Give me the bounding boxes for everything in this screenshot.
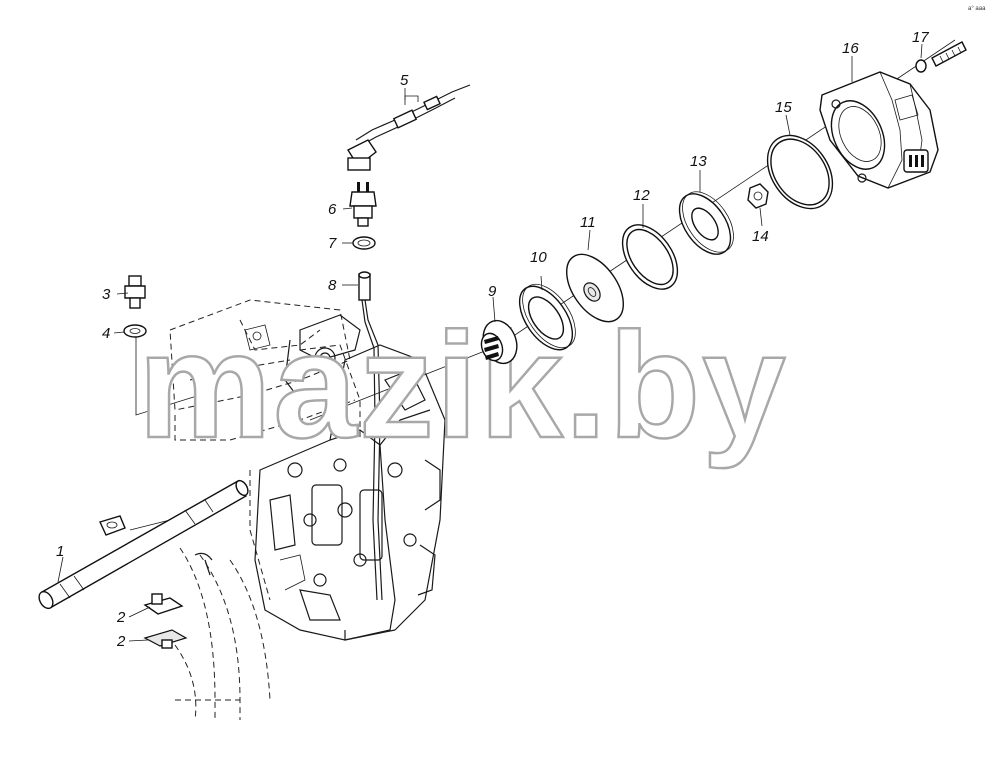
gearbox-housing xyxy=(169,299,446,721)
label-part-10: 10 xyxy=(530,249,547,266)
watermark: mazik.by xyxy=(138,301,788,469)
part-6-sensor xyxy=(349,182,377,227)
label-part-1: 1 xyxy=(56,543,64,560)
part-14-nut xyxy=(747,183,769,209)
part-11-disc xyxy=(566,253,624,323)
part-16-cover-housing xyxy=(819,71,939,189)
label-part-14: 14 xyxy=(752,228,769,245)
label-part-6: 6 xyxy=(328,201,337,218)
part-number-labels: 1 2 2 3 4 5 6 7 8 9 10 11 12 13 14 15 16… xyxy=(56,29,929,650)
label-part-15: 15 xyxy=(775,99,792,116)
label-part-11: 11 xyxy=(580,214,596,231)
part-2-clip-lower xyxy=(143,629,188,649)
label-part-3: 3 xyxy=(102,286,111,303)
part-4-washer xyxy=(123,324,147,338)
part-15-o-ring xyxy=(766,134,834,210)
connector-pipe xyxy=(361,299,383,601)
part-17-bolt xyxy=(915,41,967,73)
part-3-plug xyxy=(124,275,146,309)
label-part-2-upper: 2 xyxy=(116,609,126,626)
part-8-pin xyxy=(358,271,371,301)
label-part-4: 4 xyxy=(102,325,110,342)
part-1-shift-rod xyxy=(38,479,249,610)
label-part-9: 9 xyxy=(488,283,497,300)
label-part-13: 13 xyxy=(690,153,707,170)
label-part-8: 8 xyxy=(328,277,337,294)
part-7-o-ring xyxy=(352,236,376,250)
part-10-flat-ring xyxy=(518,283,576,351)
part-9-threaded-bushing xyxy=(480,319,518,365)
corner-mark: a° aaa xyxy=(968,6,986,12)
part-2-clip-upper xyxy=(143,593,184,615)
label-part-2-lower: 2 xyxy=(116,633,126,650)
part-5-cable-harness xyxy=(346,84,471,171)
label-part-16: 16 xyxy=(842,40,859,57)
label-part-5: 5 xyxy=(400,72,409,89)
leader-lines xyxy=(57,43,923,642)
label-part-17: 17 xyxy=(912,29,929,46)
label-part-7: 7 xyxy=(328,235,337,252)
part-13-washer xyxy=(678,191,734,255)
part-12-seal-ring xyxy=(621,224,679,290)
label-part-12: 12 xyxy=(633,187,650,204)
